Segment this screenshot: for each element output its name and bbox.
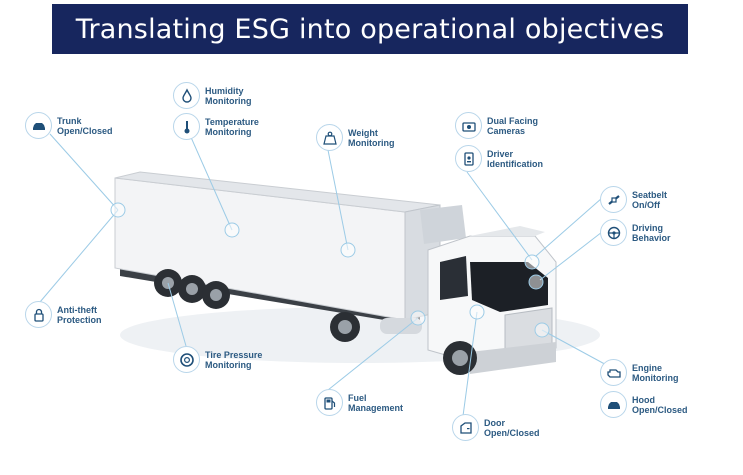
feature-label: Anti-theft Protection: [57, 304, 102, 325]
feature-anti-theft: Anti-theft Protection: [25, 301, 102, 328]
feature-label: Trunk Open/Closed: [57, 115, 113, 136]
fuel-tank: [380, 318, 422, 334]
camera-icon: [455, 112, 482, 139]
sensor-markers: [110, 202, 550, 338]
engine-icon: [600, 359, 627, 386]
lock-icon: [25, 301, 52, 328]
feature-seatbelt: Seatbelt On/Off: [600, 186, 667, 213]
thermometer-icon: [173, 113, 200, 140]
steering-wheel-icon: [600, 219, 627, 246]
feature-hood: Hood Open/Closed: [600, 391, 688, 418]
bumper: [470, 342, 556, 374]
slide-title: Translating ESG into operational objecti…: [75, 13, 665, 45]
feature-label: Door Open/Closed: [484, 417, 540, 438]
feature-tire: Tire Pressure Monitoring: [173, 346, 262, 373]
feature-driver-id: Driver Identification: [455, 145, 543, 172]
feature-label: Fuel Management: [348, 392, 404, 413]
feature-label: Seatbelt On/Off: [632, 189, 668, 210]
car-icon: [600, 391, 627, 418]
feature-label: Driver Identification: [487, 148, 543, 169]
leader-lines: [39, 125, 613, 417]
feature-label: Hood Open/Closed: [632, 394, 688, 415]
weight-icon: [316, 124, 343, 151]
feature-label: Driving Behavior: [632, 222, 671, 243]
wheel-hub: [162, 277, 468, 366]
feature-fuel: Fuel Management: [316, 389, 403, 416]
feature-door: Door Open/Closed: [452, 414, 540, 441]
feature-label: Weight Monitoring: [348, 127, 395, 148]
feature-label: Tire Pressure Monitoring: [205, 349, 263, 370]
title-bar: Translating ESG into operational objecti…: [52, 4, 688, 54]
id-badge-icon: [455, 145, 482, 172]
feature-label: Temperature Monitoring: [205, 116, 259, 137]
feature-dual-camera: Dual Facing Cameras: [455, 112, 538, 139]
feature-humidity: Humidity Monitoring: [173, 82, 252, 109]
feature-label: Engine Monitoring: [632, 362, 679, 383]
feature-temperature: Temperature Monitoring: [173, 113, 259, 140]
feature-label: Dual Facing Cameras: [487, 115, 539, 136]
seatbelt-icon: [600, 186, 627, 213]
side-window: [440, 256, 468, 300]
feature-label: Humidity Monitoring: [205, 85, 252, 106]
car-icon: [25, 112, 52, 139]
feature-engine: Engine Monitoring: [600, 359, 679, 386]
windshield: [470, 262, 548, 312]
feature-weight: Weight Monitoring: [316, 124, 395, 151]
fuel-pump-icon: [316, 389, 343, 416]
feature-driving: Driving Behavior: [600, 219, 671, 246]
reefer-unit: [420, 205, 466, 244]
door-icon: [452, 414, 479, 441]
tire-icon: [173, 346, 200, 373]
cab-roof: [470, 226, 545, 236]
feature-trunk: Trunk Open/Closed: [25, 112, 113, 139]
water-drop-icon: [173, 82, 200, 109]
